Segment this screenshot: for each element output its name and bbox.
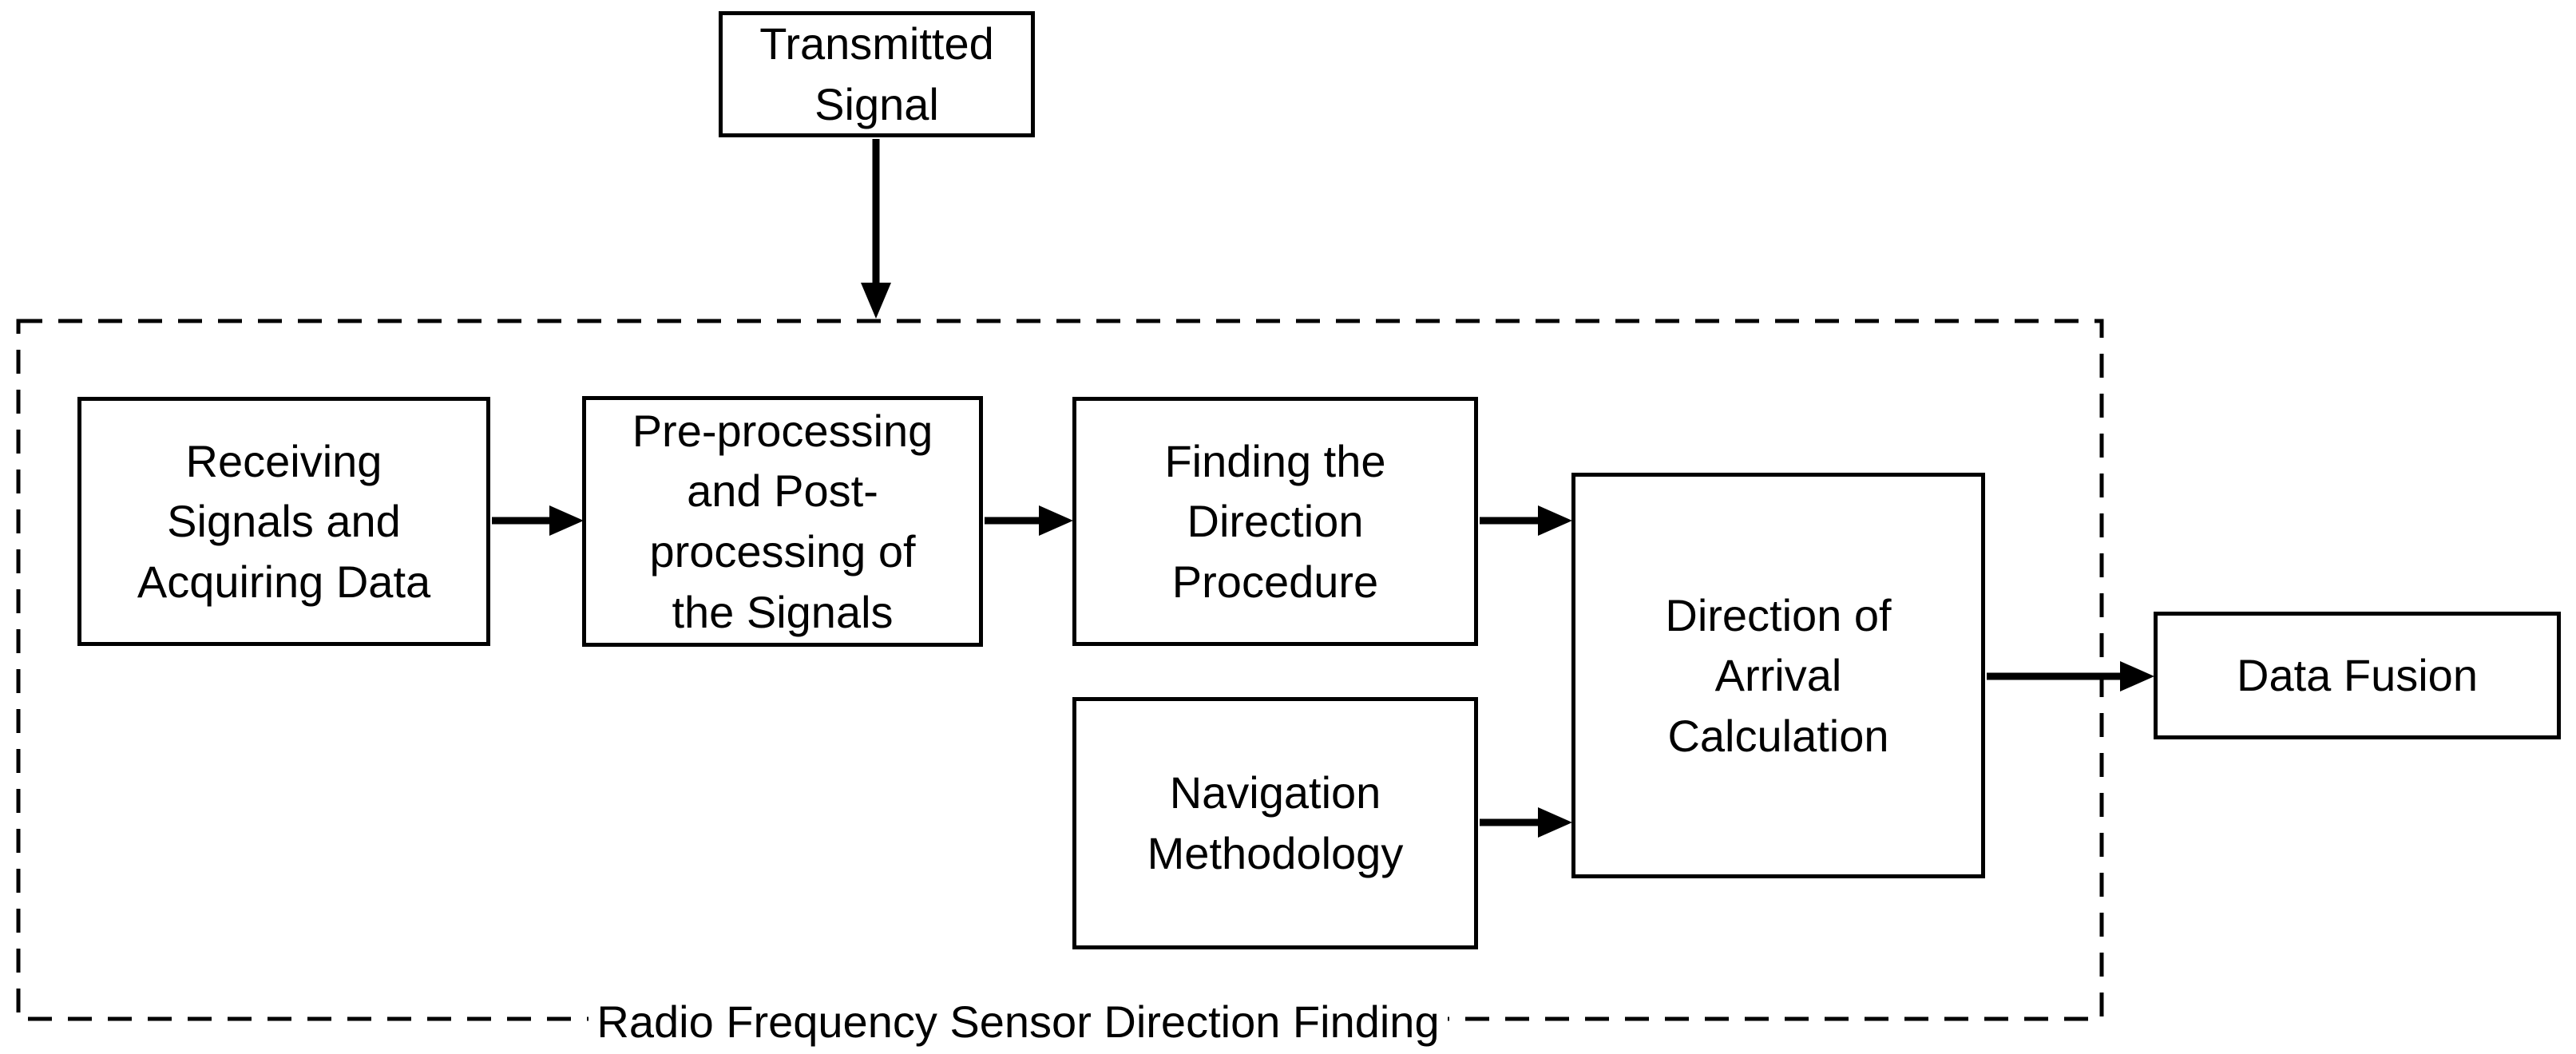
node-data-fusion: Data Fusion (2154, 612, 2561, 739)
arrow-navigation-to-doa (1480, 807, 1572, 838)
node-preprocessing: Pre-processing and Post- processing of t… (582, 396, 983, 647)
node-data-fusion-label: Data Fusion (2237, 650, 2478, 701)
arrow-preprocessing-to-finding (985, 505, 1073, 536)
node-receiving-signals-label: Receiving Signals and Acquiring Data (137, 435, 431, 607)
node-direction-of-arrival-label: Direction of Arrival Calculation (1665, 589, 1892, 761)
arrow-receiving-to-preprocessing (492, 505, 584, 536)
node-direction-of-arrival: Direction of Arrival Calculation (1571, 473, 1985, 878)
node-navigation-methodology: Navigation Methodology (1072, 697, 1478, 949)
node-navigation-methodology-label: Navigation Methodology (1147, 767, 1404, 878)
node-finding-direction-label: Finding the Direction Procedure (1164, 435, 1386, 607)
rf-sensor-group-caption: Radio Frequency Sensor Direction Finding (589, 989, 1448, 1054)
node-finding-direction: Finding the Direction Procedure (1072, 397, 1478, 646)
node-transmitted-signal-label: Transmitted Signal (759, 18, 994, 129)
arrow-finding-to-doa (1480, 505, 1572, 536)
rf-sensor-group-caption-label: Radio Frequency Sensor Direction Finding (596, 996, 1440, 1047)
node-receiving-signals: Receiving Signals and Acquiring Data (77, 397, 490, 646)
arrow-transmitted-to-group (861, 139, 891, 319)
node-transmitted-signal: Transmitted Signal (719, 11, 1035, 137)
rf-sensor-group-dashed-border (16, 319, 2104, 1021)
node-preprocessing-label: Pre-processing and Post- processing of t… (632, 405, 933, 637)
arrow-doa-to-datafusion (1987, 661, 2154, 691)
